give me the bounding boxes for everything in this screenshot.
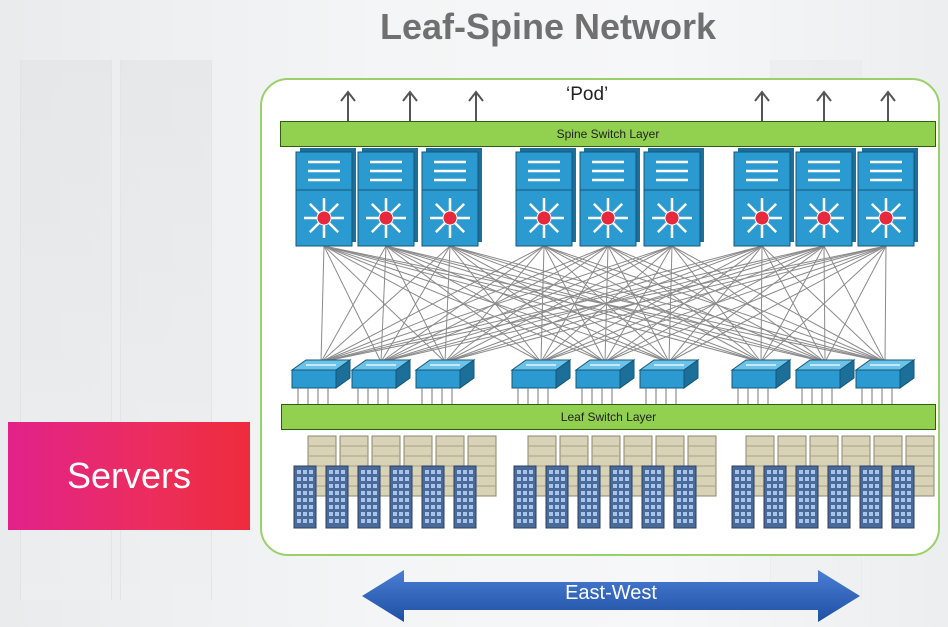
- link-line: [449, 245, 826, 363]
- link-line: [320, 245, 825, 363]
- link-line: [380, 245, 387, 363]
- link-line: [320, 245, 673, 363]
- link-line: [380, 245, 609, 363]
- server-rack-icon: [673, 435, 717, 529]
- link-line: [823, 245, 826, 363]
- link-line: [380, 245, 673, 363]
- server-rack-icon: [891, 435, 935, 529]
- link-line: [320, 245, 387, 363]
- server-rack-icon: [389, 435, 433, 529]
- server-rack-icon: [641, 435, 685, 529]
- link-line: [320, 245, 609, 363]
- link-line: [540, 245, 763, 363]
- leaf-switch-layer-bar: Leaf Switch Layer: [281, 404, 936, 430]
- server-rack-icon: [453, 435, 497, 529]
- spine-switch-icon: [421, 148, 482, 247]
- server-rack-icon: [293, 435, 337, 529]
- spine-switch-icon: [579, 148, 640, 247]
- server-racks: [293, 435, 935, 529]
- link-line: [760, 245, 763, 363]
- pod-label: ‘Pod’: [566, 84, 609, 105]
- spine-switch-layer-bar: Spine Switch Layer: [280, 121, 936, 147]
- link-line: [444, 245, 673, 363]
- link-line: [604, 245, 673, 363]
- link-line: [444, 245, 887, 363]
- spine-switch-icon: [733, 148, 794, 247]
- link-line: [323, 245, 382, 363]
- east-west-label: East-West: [565, 582, 657, 604]
- link-line: [604, 245, 887, 363]
- leaf-switch-layer-label: Leaf Switch Layer: [560, 410, 657, 424]
- spine-switch-icon: [515, 148, 576, 247]
- link-line: [380, 245, 545, 363]
- spine-switch-icon: [295, 148, 356, 247]
- link-line: [380, 245, 451, 363]
- spine-leaf-links: [320, 245, 887, 363]
- link-line: [320, 245, 325, 363]
- leaf-switch-icon: [730, 359, 792, 404]
- page-title: Leaf-Spine Network: [380, 6, 717, 47]
- server-rack-icon: [731, 435, 775, 529]
- servers-box: Servers: [8, 422, 250, 530]
- leaf-switch-icon: [854, 359, 916, 404]
- leaf-switch-icon: [574, 359, 636, 404]
- link-line: [540, 245, 825, 363]
- spine-switch-icon: [795, 148, 856, 247]
- spine-switch-icon: [357, 148, 418, 247]
- link-line: [823, 245, 886, 363]
- leaf-switch-icon: [638, 359, 700, 404]
- spine-switch-icon: [857, 148, 918, 247]
- server-rack-icon: [325, 435, 369, 529]
- link-line: [824, 245, 887, 363]
- link-line: [323, 245, 446, 363]
- link-line: [540, 245, 673, 363]
- double-arrow-icon: [362, 570, 860, 622]
- link-line: [668, 245, 673, 363]
- link-line: [320, 245, 545, 363]
- spine-switch-icon: [643, 148, 704, 247]
- link-line: [884, 245, 887, 363]
- leaf-switch-icon: [414, 359, 476, 404]
- link-line: [320, 245, 887, 363]
- link-line: [320, 245, 763, 363]
- spine-switches: [295, 148, 918, 247]
- link-line: [540, 245, 887, 363]
- server-rack-icon: [421, 435, 465, 529]
- leaf-switch-icon: [794, 359, 856, 404]
- leaf-switch-icon: [510, 359, 572, 404]
- leaf-switch-icon: [350, 359, 412, 404]
- east-west-arrow: East-West: [362, 570, 860, 622]
- leaf-switch-icon: [290, 359, 352, 404]
- link-line: [380, 245, 887, 363]
- link-line: [320, 245, 451, 363]
- spine-switch-layer-label: Spine Switch Layer: [556, 127, 660, 141]
- link-line: [761, 245, 826, 363]
- link-line: [449, 245, 886, 363]
- link-line: [668, 245, 887, 363]
- leaf-switches: [290, 359, 916, 404]
- servers-label: Servers: [66, 455, 192, 496]
- server-rack-icon: [763, 435, 807, 529]
- link-line: [760, 245, 887, 363]
